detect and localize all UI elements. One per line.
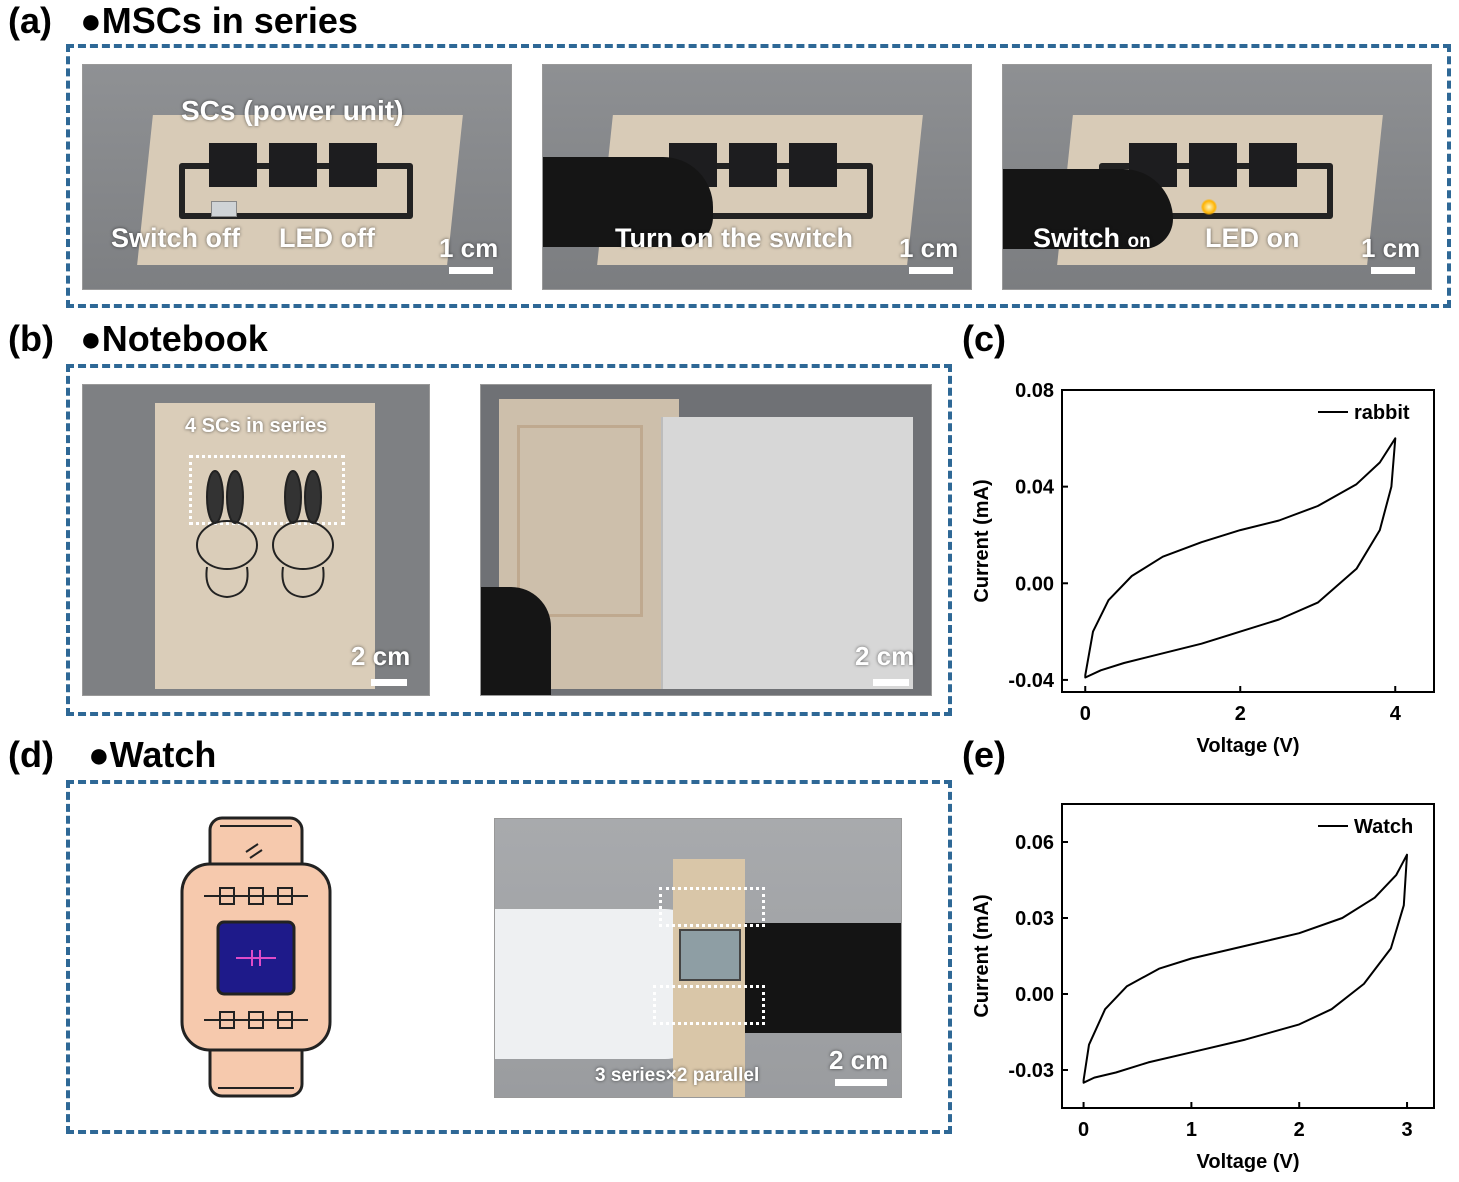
y-tick-label: 0.04 [1015,477,1055,499]
x-tick-label: 1 [1186,1119,1197,1141]
y-tick-label: 0.00 [1015,984,1054,1006]
photo-msc-led-on: Switch on LED on 1 cm [1002,64,1432,290]
lcd-display [679,929,741,981]
y-tick-label: 0.00 [1015,573,1054,595]
x-tick-label: 2 [1235,703,1246,725]
panel-a-label: (a) [8,0,52,41]
switch [211,201,237,217]
photo-watch-on-wrist: 3 series×2 parallel 2 cm [494,818,902,1098]
x-tick-label: 3 [1401,1119,1412,1141]
scale-bar [909,267,953,274]
y-tick-label: -0.04 [1008,670,1054,692]
panel-a-frame [66,44,1451,308]
supercapacitor [1249,143,1297,187]
photo-notebook-open: 2 cm [480,384,932,696]
panel-b-frame [66,364,952,716]
scale-bar [449,267,493,274]
y-axis-label: Current (mA) [971,894,993,1017]
supercapacitor [789,143,837,187]
white-sleeve [495,909,705,1059]
caption-main: Switch [1033,223,1121,253]
x-tick-label: 0 [1080,703,1091,725]
notebook-cover [155,403,375,689]
x-tick-label: 0 [1078,1119,1089,1141]
supercapacitor [329,143,377,187]
photo-msc-turn-on: Turn on the switch 1 cm [542,64,972,290]
scale-bar [835,1079,887,1086]
sc-highlight-box [189,455,345,525]
panel-b-label: (b) [8,318,54,359]
scale-label: 2 cm [351,641,411,671]
panel-b-title: ●Notebook [80,318,268,359]
photo-notebook-cover: 4 SCs in series 2 cm [82,384,430,696]
gloved-hand [481,587,551,695]
gloved-hand [543,157,713,247]
panel-e-label: (e) [962,734,1006,775]
y-tick-label: -0.03 [1008,1060,1054,1082]
scale-label: 1 cm [1361,233,1421,263]
photo-caption: 3 series×2 parallel [595,1065,760,1086]
photo-caption-right: LED on [1205,223,1300,253]
notebook-right-page [661,417,913,689]
x-axis-label: Voltage (V) [1197,1151,1300,1173]
scale-label: 1 cm [439,233,499,263]
photo-caption: Turn on the switch [615,223,853,253]
panel-d-label: (d) [8,734,54,775]
plot-frame [1061,803,1435,1109]
photo-caption-left: Switch on [1033,223,1151,254]
caption-sub: on [1127,231,1151,252]
sc-highlight-bottom [653,985,765,1025]
photo-caption: 4 SCs in series [185,415,328,437]
y-tick-label: 0.03 [1015,908,1054,930]
scale-bar [1371,267,1415,274]
supercapacitor [729,143,777,187]
cv-curve [1082,853,1408,1084]
legend-label: Watch [1354,816,1413,838]
cv-curve [1084,437,1397,679]
photo-caption-left: Switch off [111,223,240,253]
x-axis-label: Voltage (V) [1197,735,1300,757]
plot-frame [1061,389,1435,693]
x-tick-label: 2 [1294,1119,1305,1141]
legend-label: rabbit [1354,402,1410,424]
watch-illustration [180,816,332,1098]
photo-caption-right: LED off [279,223,375,253]
x-tick-label: 4 [1390,703,1402,725]
glowing-led [1201,199,1217,215]
y-tick-label: 0.08 [1015,380,1054,402]
sc-highlight-top [659,887,765,927]
scale-bar [873,679,909,686]
scale-label: 1 cm [899,233,959,263]
scale-label: 2 cm [855,641,915,671]
panel-d-title: ●Watch [88,734,217,775]
scale-label: 2 cm [829,1045,889,1075]
panel-d-frame [66,780,952,1134]
panel-a-title: ●MSCs in series [80,0,358,41]
rabbit-drawing [196,470,334,599]
supercapacitor [269,143,317,187]
panel-c-label: (c) [962,318,1006,359]
photo-msc-switch-off: SCs (power unit) Switch off LED off 1 cm [82,64,512,290]
gloved-hand [1003,169,1173,249]
y-axis-label: Current (mA) [971,479,993,602]
wrist [745,923,901,1033]
supercapacitor [209,143,257,187]
light-trace [517,425,643,617]
scale-bar [371,679,407,686]
supercapacitor [1189,143,1237,187]
photo-caption-top: SCs (power unit) [181,95,404,126]
y-tick-label: 0.06 [1015,832,1054,854]
